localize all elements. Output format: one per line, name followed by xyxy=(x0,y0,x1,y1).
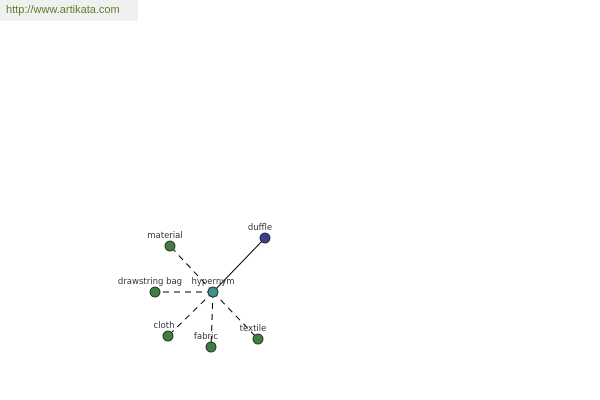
node-textile-circle[interactable] xyxy=(252,333,264,345)
graph-edges xyxy=(155,237,266,348)
node-duffle[interactable]: duffle xyxy=(248,223,272,244)
node-textile[interactable]: textile xyxy=(240,324,267,345)
node-duffle-circle[interactable] xyxy=(259,232,271,244)
edge-duffle xyxy=(212,237,266,293)
edge-fabric xyxy=(210,291,214,348)
node-cloth-label: cloth xyxy=(154,321,175,331)
edge-cloth xyxy=(167,291,214,337)
node-fabric-label: fabric xyxy=(194,332,218,342)
node-material-label: material xyxy=(147,231,182,241)
node-duffle-label: duffle xyxy=(248,223,272,233)
node-textile-label: textile xyxy=(240,324,267,334)
node-drawstring-bag-label: drawstring bag xyxy=(118,277,182,287)
node-drawstring-bag-circle[interactable] xyxy=(149,286,161,298)
node-hypernym[interactable]: hypernym xyxy=(191,277,235,298)
node-fabric-circle[interactable] xyxy=(205,341,217,353)
node-material[interactable]: material xyxy=(147,231,183,252)
site-url-link[interactable]: http://www.artikata.com xyxy=(0,0,138,21)
node-fabric[interactable]: fabric xyxy=(194,332,218,353)
node-material-circle[interactable] xyxy=(164,240,176,252)
node-drawstring-bag[interactable]: drawstring bag xyxy=(118,277,182,298)
node-cloth-circle[interactable] xyxy=(162,330,174,342)
node-hypernym-label: hypernym xyxy=(191,277,234,287)
node-hypernym-circle[interactable] xyxy=(207,286,219,298)
node-cloth[interactable]: cloth xyxy=(154,321,175,342)
